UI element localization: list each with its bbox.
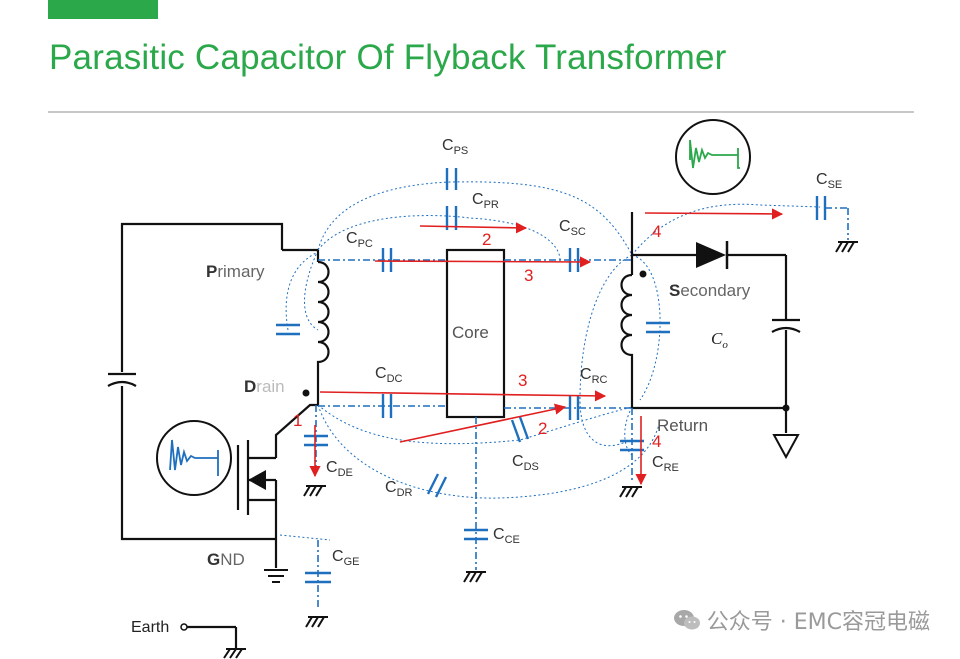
coupling-wires — [315, 207, 849, 610]
wechat-icon — [673, 610, 700, 630]
primary-dot — [302, 389, 310, 397]
ringing-waveform-icon — [675, 119, 751, 195]
secondary-dot — [639, 270, 647, 278]
mosfet-body-arrow — [248, 470, 266, 490]
return-node — [782, 404, 790, 412]
cap-label-csc: CSC — [559, 218, 586, 238]
parasitic-capacitors — [276, 168, 827, 584]
cap-label-cds: CDS — [512, 453, 539, 473]
secondary-label: Secondary — [669, 281, 751, 300]
path-label: 4 — [652, 222, 661, 241]
ringing-waveform-icon — [156, 420, 232, 496]
path-number-labels: 1 2 3 4 3 2 4 — [293, 222, 661, 451]
watermark: 公众号 · EMC容冠电磁 — [673, 604, 930, 636]
noise-current-paths — [309, 208, 784, 486]
watermark-text: 公众号 · EMC容冠电磁 — [706, 610, 930, 635]
bulk-capacitor — [107, 372, 137, 387]
circuit-wiring — [120, 212, 788, 648]
return-ground-icon — [772, 434, 800, 460]
path-label: 3 — [524, 266, 533, 285]
cap-label-crc: CRC — [580, 366, 608, 386]
secondary-winding — [620, 273, 634, 360]
path-label: 2 — [482, 230, 491, 249]
return-label: Return — [657, 416, 708, 435]
path-label: 3 — [518, 371, 527, 390]
primary-winding — [316, 260, 330, 372]
cap-label-cps: CPS — [442, 137, 468, 157]
parasitic-coupling-dotted-paths — [279, 181, 821, 541]
cap-label-cre: CRE — [652, 454, 679, 474]
capacitor-labels: CPS CPR CPC CSC CSE CDC CRC CDS CDE CDR … — [326, 137, 842, 568]
path-label: 4 — [652, 432, 661, 451]
drain-label: Drain — [244, 377, 285, 396]
cap-label-cde: CDE — [326, 459, 353, 479]
cap-label-cdr: CDR — [385, 479, 413, 499]
core-label: Core — [452, 323, 489, 342]
cap-label-cge: CGE — [332, 548, 359, 568]
path-label: 1 — [293, 411, 302, 430]
output-capacitor — [771, 318, 801, 333]
earth-ground-icons — [223, 241, 858, 659]
path-label: 2 — [538, 419, 547, 438]
title-divider — [48, 111, 914, 113]
cap-label-cpr: CPR — [472, 191, 499, 211]
earth-label: Earth — [131, 619, 169, 636]
earth-terminal — [180, 623, 188, 631]
cap-label-cse: CSE — [816, 171, 842, 191]
output-diode — [696, 241, 729, 269]
gnd-ground-icon — [264, 569, 288, 583]
cap-label-cdc: CDC — [375, 365, 403, 385]
output-capacitor-label: Co — [711, 329, 728, 351]
primary-label: Primary — [206, 262, 265, 281]
gnd-label: GND — [207, 550, 245, 569]
accent-bar — [48, 0, 158, 19]
cap-label-cpc: CPC — [346, 230, 373, 250]
slide-title: Parasitic Capacitor Of Flyback Transform… — [49, 38, 727, 77]
cap-label-cce: CCE — [493, 526, 520, 546]
